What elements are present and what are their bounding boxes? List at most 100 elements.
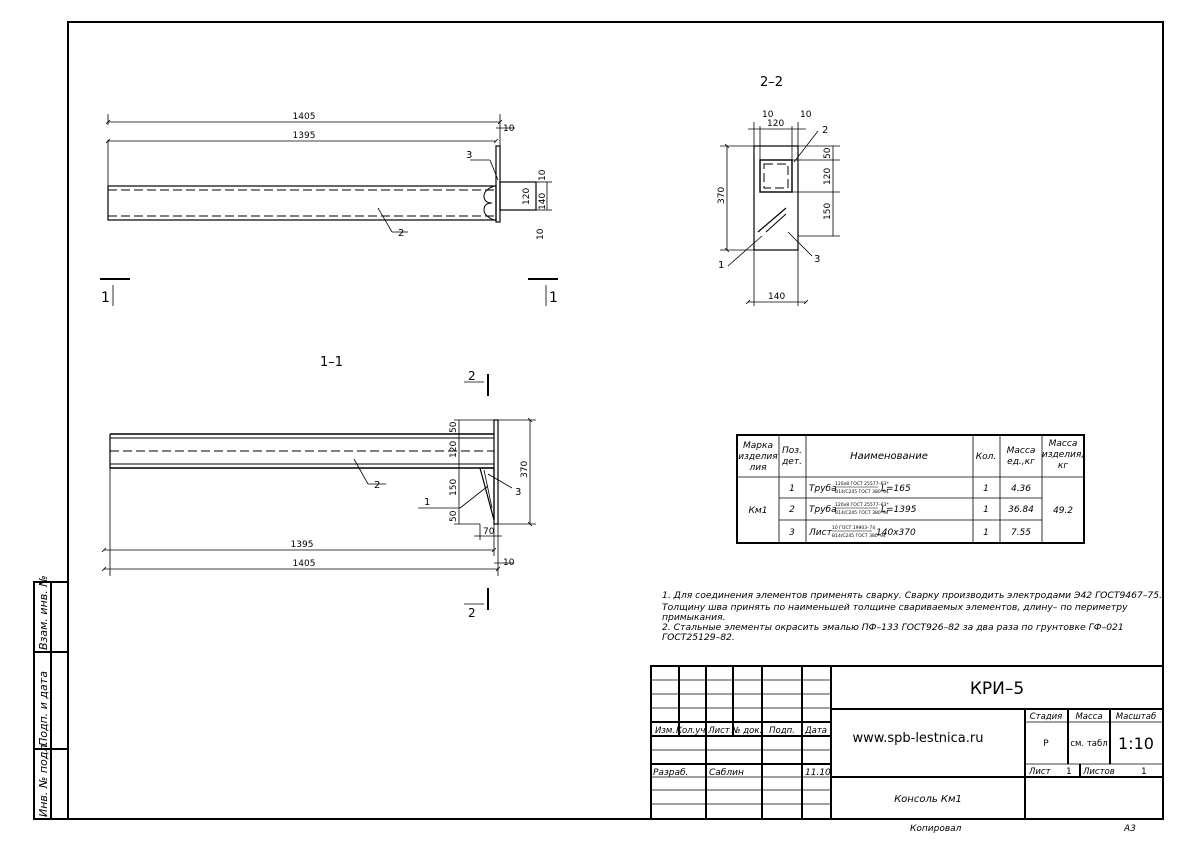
row-prefix: Труба: [809, 505, 837, 515]
row-qty: 1: [983, 528, 989, 538]
row-spec-top: 120х8 ГОСТ 25577–83*: [835, 481, 889, 487]
note-line-1: 1. Для соединения элементов применять св…: [662, 590, 1162, 601]
mass-value: см. табл: [1070, 739, 1107, 749]
row-prefix: Лист: [808, 528, 833, 538]
row-suffix: L=1395: [881, 505, 917, 515]
table-row: 1 Труба 120х8 ГОСТ 25577–83* В14/С245 ГО…: [789, 481, 1031, 495]
note-line-4: 2. Стальные элементы окрасить эмалью ПФ–…: [662, 622, 1124, 633]
sec11-dim-10: 10: [503, 558, 515, 568]
website: www.spb-lestnica.ru: [853, 731, 984, 746]
callout-3: 3: [466, 150, 472, 161]
section-1-1-title: 1–1: [320, 355, 343, 370]
notes: 1. Для соединения элементов применять св…: [662, 590, 1162, 643]
sec22-dim-120v: 120: [823, 168, 833, 185]
developer-date: 11.10: [805, 768, 831, 778]
row-spec-top: 120х8 ГОСТ 25577–83*: [835, 502, 889, 508]
sec22-dim-140: 140: [768, 292, 785, 302]
sec22-dim-10a: 10: [762, 110, 774, 120]
col-izm: Изм.: [655, 726, 675, 736]
section-2-2: 2–2 10 120 10 370 50 120 150: [717, 75, 840, 306]
drawing-code: КРИ–5: [970, 679, 1024, 699]
col-sign: Подп.: [769, 726, 795, 736]
cut-mark-bottom: 2: [468, 606, 476, 620]
sec22-dim-150: 150: [823, 203, 833, 220]
sec22-callout-2: 2: [822, 125, 828, 136]
sec11-dim-50a: 50: [449, 421, 459, 433]
col-kol-uch: Кол.уч.: [676, 726, 708, 736]
sec11-dim-70: 70: [483, 527, 495, 537]
sec22-callout-1: 1: [718, 260, 724, 271]
cut-mark-right: 1: [549, 290, 558, 306]
row-spec-bottom: В14/С245 ГОСТ 380–94: [832, 533, 886, 539]
drawing-name: Консоль Км1: [894, 794, 962, 805]
cut-mark-left: 1: [101, 290, 110, 306]
table-row: 2 Труба 120х8 ГОСТ 25577–83* В14/С245 ГО…: [789, 502, 1034, 516]
sheet-value: 1: [1066, 767, 1072, 777]
col-doc: № док.: [731, 726, 762, 736]
th-pos-2: дет.: [781, 457, 802, 467]
row-pos: 1: [789, 484, 795, 494]
stamp-sign-date: Подп. и дата: [37, 671, 50, 746]
sheets-value: 1: [1141, 767, 1147, 777]
th-mass-unit-1: Масса: [1007, 446, 1036, 456]
th-qty: Кол.: [976, 452, 997, 462]
row-pos: 3: [789, 528, 795, 538]
mass-label: Масса: [1075, 712, 1102, 722]
spec-table: Марка изделия лия Поз. дет. Наименование…: [736, 434, 1085, 544]
sec11-dim-150: 150: [449, 479, 459, 496]
col-list: Лист: [707, 726, 731, 736]
section-2-2-title: 2–2: [760, 75, 783, 90]
row-mass: 36.84: [1008, 505, 1034, 515]
dim-1395: 1395: [293, 131, 316, 141]
sec22-callout-3: 3: [814, 254, 820, 265]
row-prefix: Труба: [809, 484, 837, 494]
developer-role: Разраб.: [653, 768, 688, 778]
sec22-dim-370: 370: [717, 187, 727, 204]
cell-mark: Км1: [749, 506, 768, 516]
th-name: Наименование: [850, 451, 928, 462]
th-mark-2: изделия: [738, 452, 778, 462]
th-mass-item-2: изделия,: [1042, 450, 1084, 460]
sec11-callout-2: 2: [374, 480, 380, 491]
callout-2: 2: [398, 228, 404, 239]
table-row: 3 Лист 10 ГОСТ 19903–74 В14/С245 ГОСТ 38…: [789, 525, 1031, 539]
note-line-5: ГОСТ25129–82.: [662, 632, 735, 643]
scale-label: Масштаб: [1116, 712, 1156, 722]
sec22-dim-10b: 10: [800, 110, 812, 120]
row-mass: 4.36: [1011, 484, 1031, 494]
stage-value: Р: [1043, 739, 1049, 749]
sheet-label: Лист: [1028, 767, 1052, 777]
developer-name: Саблин: [709, 768, 744, 778]
cut-mark-top: 2: [468, 369, 476, 383]
th-mass-unit-2: ед.,кг: [1007, 457, 1035, 467]
title-block: Изм. Кол.уч. Лист № док. Подп. Дата Разр…: [650, 665, 1164, 834]
stamp-orig-inv: Инв. № подл.: [37, 741, 50, 817]
th-mark-1: Марка: [743, 441, 773, 451]
sec11-callout-1: 1: [424, 497, 430, 508]
side-stamp: Взам. инв. № Подп. и дата Инв. № подл.: [33, 575, 69, 820]
row-spec-top: 10 ГОСТ 19903–74: [832, 525, 875, 531]
dim-120: 120: [522, 188, 532, 205]
row-suffix: 140х370: [876, 528, 916, 538]
stage-label: Стадия: [1030, 712, 1063, 722]
sec22-dim-50: 50: [823, 147, 833, 159]
row-spec-bottom: В14/С245 ГОСТ 380–94: [835, 489, 889, 495]
drawing-frame: [67, 21, 1164, 820]
dim-10c: 10: [538, 169, 548, 181]
row-mass: 7.55: [1011, 528, 1031, 538]
elevation-view: 1405 1395 10 10 140 120 10 3 2 1: [100, 112, 558, 306]
cell-total-mass: 49.2: [1053, 506, 1073, 516]
sec11-dim-120: 120: [449, 441, 459, 458]
dim-10b: 10: [536, 228, 546, 240]
note-line-2: Толщину шва принять по наименьшей толщин…: [662, 602, 1128, 613]
sec11-dim-1405: 1405: [293, 559, 316, 569]
format-label: А3: [1123, 824, 1136, 834]
sec22-dim-120: 120: [767, 119, 784, 129]
dim-10: 10: [503, 124, 515, 134]
sec11-dim-370: 370: [520, 461, 530, 478]
dim-140: 140: [538, 193, 548, 210]
sec11-dim-50b: 50: [449, 510, 459, 522]
sec11-dim-1395: 1395: [291, 540, 314, 550]
sec11-callout-3: 3: [515, 487, 521, 498]
stamp-replace-inv: Взам. инв. №: [37, 575, 50, 650]
